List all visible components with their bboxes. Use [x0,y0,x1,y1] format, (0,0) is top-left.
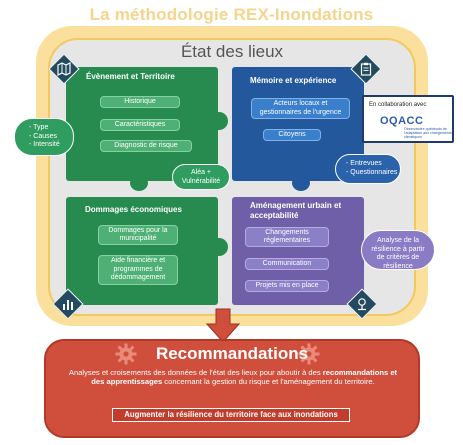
clipboard-icon [350,53,382,85]
item-historique: Historique [100,96,180,108]
item-aide-financiere: Aide financière et programmes de dédomma… [98,255,178,285]
puzzle-tab [210,238,228,256]
quadrant-title: Mémoire et expérience [250,76,337,85]
quadrant-title: Dommages économiques [85,205,182,214]
bubble-type-causes-intensite: Type Causes Intensité [14,118,74,156]
bubble-item: Causes [29,133,73,142]
item-citoyens: Citoyens [263,129,321,141]
quadrant-dommages-economiques [66,197,218,305]
bubble-item: Entrevues [346,160,400,169]
item-communication: Communication [245,258,329,270]
oqacc-logo: OQACC [380,115,424,127]
tree-icon [346,288,378,320]
arrow-down-icon [205,308,241,343]
puzzle-tab [130,175,148,191]
oqacc-subtitle: Observatoire québécois de l'adaptation a… [404,127,452,140]
recommendations-title: Recommandations [155,344,309,363]
reco-text-part: Analyses et croisements des données de l… [68,368,323,377]
bubble-item: Questionnaires [346,169,400,178]
bar-chart-icon [52,288,84,320]
resilience-banner: Augmenter la résilience du territoire fa… [112,408,350,422]
quadrant-title: Évènement et Territoire [86,72,175,81]
puzzle-tab [292,175,310,191]
collaboration-box: En collaboration avec OQACC Observatoire… [362,95,454,143]
page-title: La méthodologie REX-Inondations [89,5,374,24]
bubble-item: Intensité [29,141,73,150]
recommendations-text: Analyses et croisements des données de l… [68,368,398,386]
bubble-alea-vulnerabilite: Aléa + Vulnérabilité [172,164,230,190]
gear-icon [298,343,320,365]
item-acteurs-locaux: Acteurs locaux et gestionnaires de l'urg… [251,98,350,119]
collaboration-label: En collaboration avec [369,102,427,108]
puzzle-tab [210,112,228,130]
reco-text-part: concernant la gestion du risque et l'amé… [162,377,375,387]
bubble-item: Type [29,124,73,133]
bubble-analyse-resilience: Analyse de la résilience à partir de cri… [361,230,435,270]
item-diagnostic: Diagnostic de risque [100,140,192,152]
map-icon [48,53,80,85]
item-projets: Projets mis en place [245,280,329,292]
section-title: État des lieux [180,42,284,61]
quadrant-title: Aménagement urbain et acceptabilité [250,201,342,220]
gear-icon [115,343,137,365]
item-changements-reglementaires: Changements réglementaires [245,227,329,247]
item-caracteristiques: Caractéristiques [100,119,180,131]
reco-text-bold: recommandations et des apprentissages [91,368,398,387]
bubble-entrevues-questionnaires: Entrevues Questionnaires [335,154,401,184]
item-dommages-municipalite: Dommages pour la municipalité [98,225,178,245]
